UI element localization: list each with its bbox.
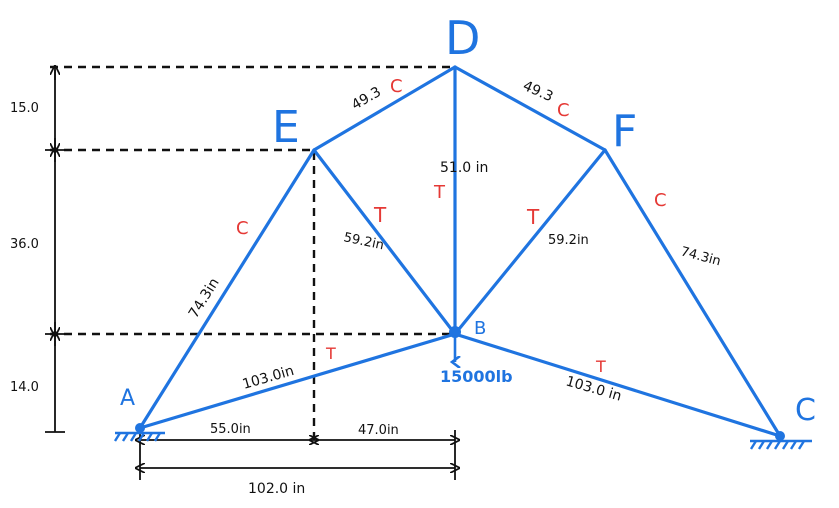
dim-label-v-top: 15.0 — [10, 101, 39, 116]
member-FB — [453, 148, 607, 336]
force-label-FC: C — [654, 190, 667, 211]
member-FC — [603, 148, 782, 438]
node-label-E: E — [272, 102, 300, 153]
length-label-DB: 51.0 in — [440, 160, 488, 176]
dim-label-v-bot: 14.0 — [10, 380, 39, 395]
node-label-F: F — [612, 106, 637, 157]
node-A-joint — [135, 423, 145, 433]
force-label-EB: T — [373, 203, 387, 227]
node-label-A: A — [120, 386, 135, 411]
node-label-C: C — [795, 393, 816, 428]
support-A-ground-icon — [113, 431, 165, 442]
node-label-D: D — [445, 11, 480, 65]
length-label-FB: 59.2in — [548, 233, 589, 248]
force-label-DB: T — [433, 182, 446, 203]
length-label-FC: 74.3in — [679, 244, 722, 269]
dim-label-h-left: 55.0in — [210, 422, 251, 437]
length-label-AE: 74.3in — [186, 275, 223, 321]
dim-label-h-right: 47.0in — [358, 423, 399, 438]
member-AE — [138, 148, 316, 430]
dim-label-v-mid: 36.0 — [10, 237, 39, 252]
node-C-joint — [775, 431, 785, 441]
length-label-DF: 49.3 — [520, 78, 555, 105]
dim-label-h-total: 102.0 in — [248, 481, 305, 497]
force-label-AE: C — [236, 218, 249, 239]
member-ED — [312, 65, 457, 152]
force-label-BC: T — [595, 357, 606, 376]
support-C-ground-icon — [749, 439, 812, 450]
node-label-B: B — [474, 318, 486, 339]
member-DF — [453, 65, 607, 152]
load-label: 15000lb — [440, 367, 513, 386]
member-AB — [138, 332, 457, 430]
member-EB — [312, 148, 457, 336]
force-label-FB: T — [526, 205, 540, 229]
node-B-joint — [449, 326, 461, 338]
force-label-ED: C — [390, 76, 403, 97]
length-label-ED: 49.3 — [349, 84, 384, 113]
force-label-DF: C — [557, 100, 570, 121]
member-BC — [453, 332, 782, 438]
force-label-AB: T — [325, 344, 336, 363]
